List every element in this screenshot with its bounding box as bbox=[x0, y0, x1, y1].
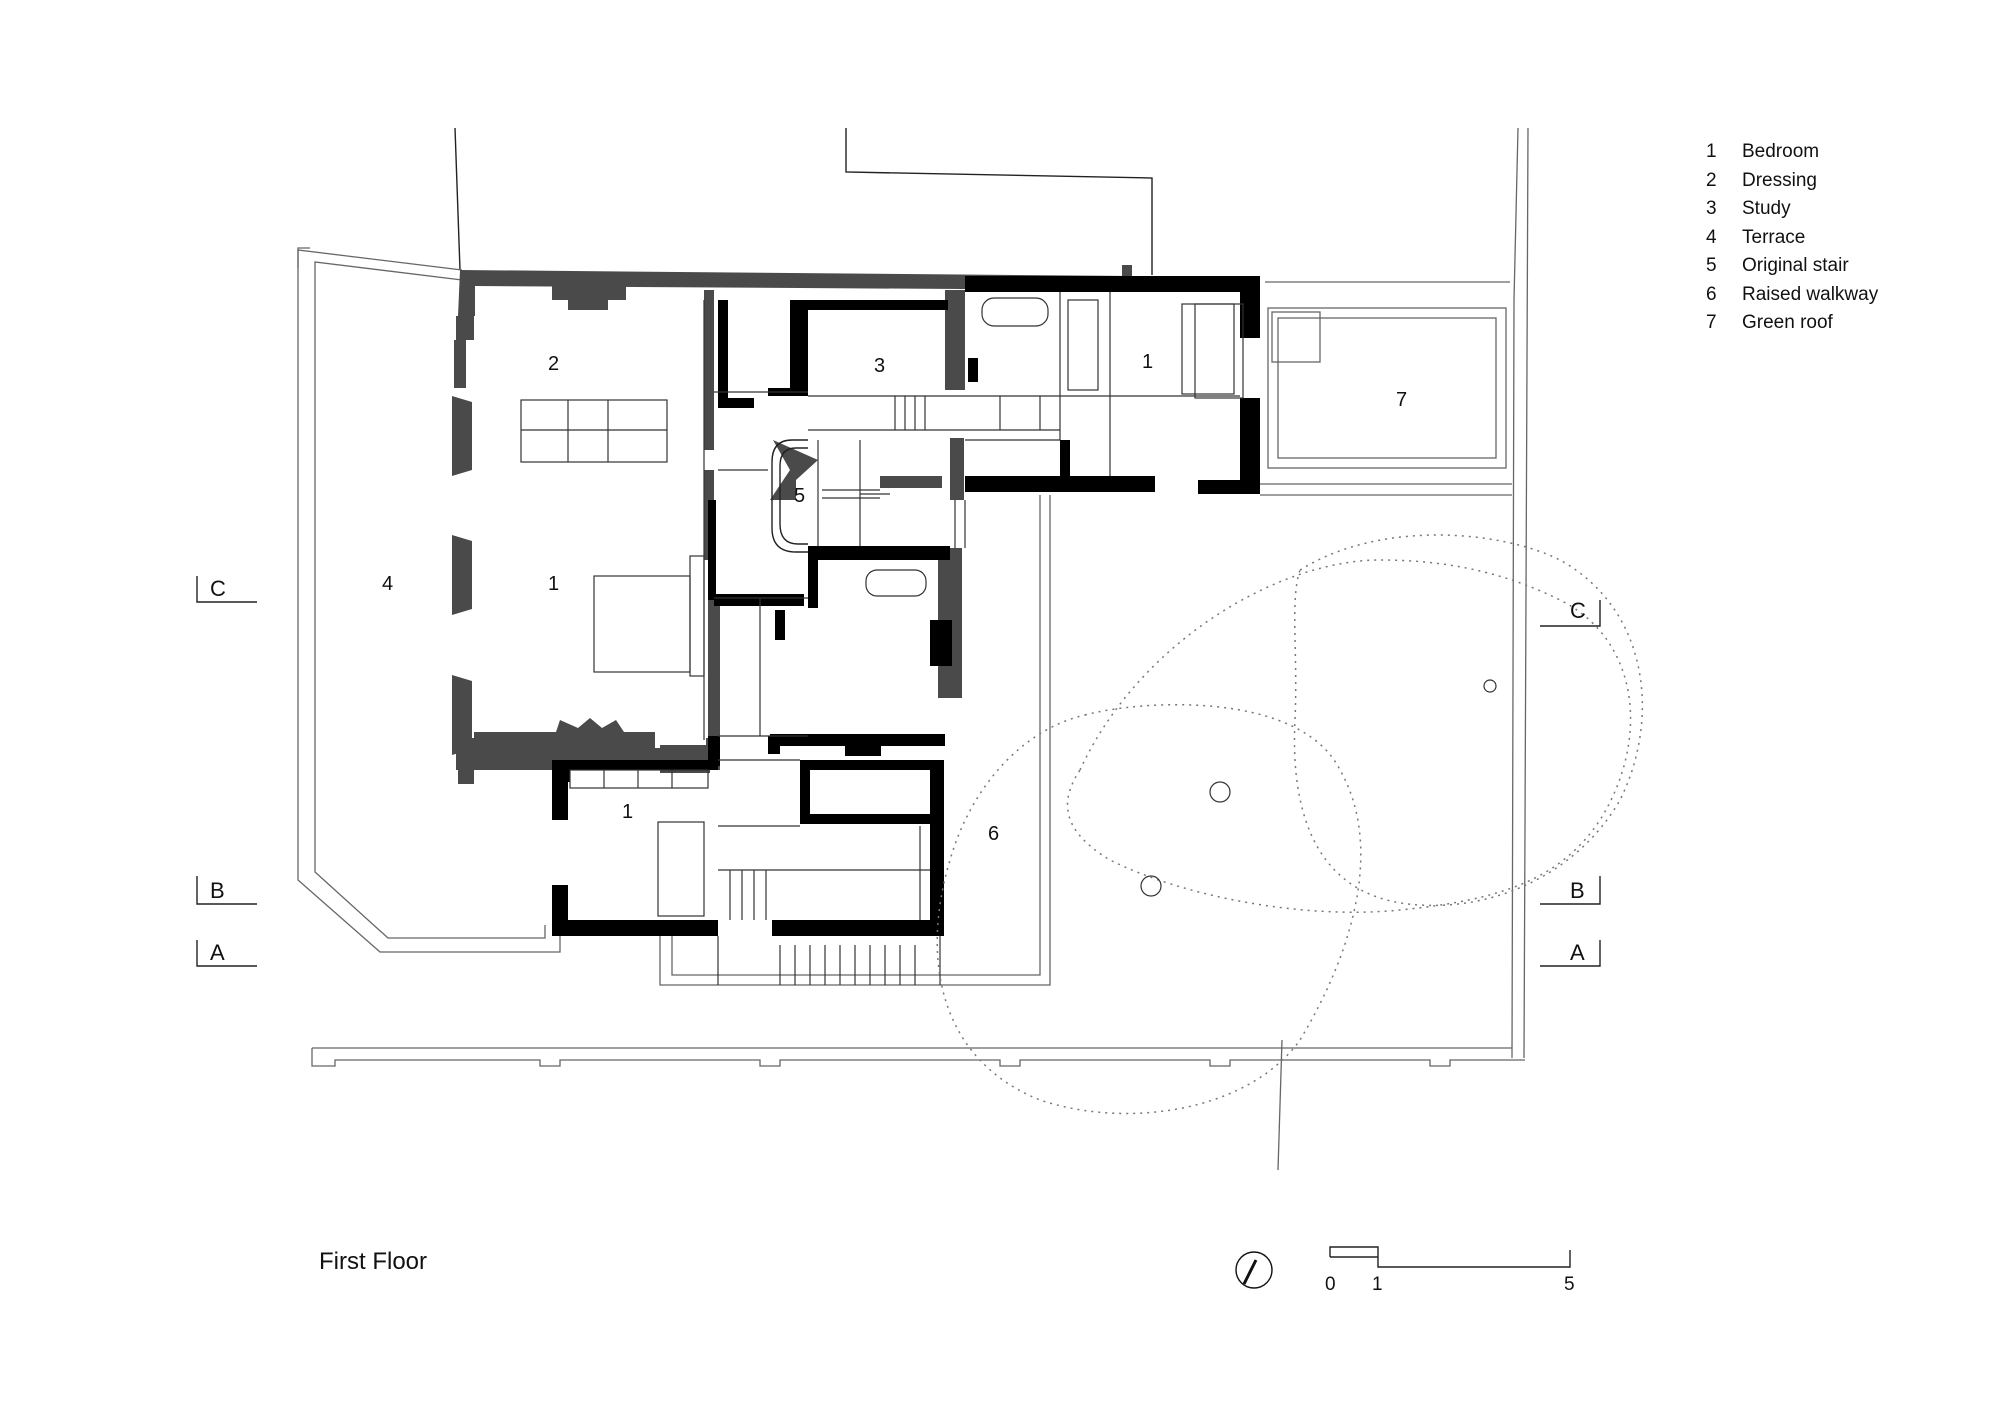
section-b-right: B bbox=[1570, 878, 1585, 903]
legend-label: Original stair bbox=[1742, 255, 1849, 276]
trees bbox=[936, 534, 1643, 1115]
legend-item: 2 Dressing bbox=[1706, 167, 1878, 196]
legend-item: 6 Raised walkway bbox=[1706, 281, 1878, 310]
legend-item: 7 Green roof bbox=[1706, 309, 1878, 338]
legend-num: 4 bbox=[1706, 226, 1717, 248]
scale-bar bbox=[1329, 1246, 1571, 1268]
legend-label: Study bbox=[1742, 198, 1791, 219]
scale-label-one: 1 bbox=[1372, 1274, 1383, 1295]
legend-item: 3 Study bbox=[1706, 195, 1878, 224]
legend-num: 3 bbox=[1706, 198, 1717, 219]
legend-num: 2 bbox=[1706, 169, 1717, 191]
legend-label: Green roof bbox=[1742, 312, 1833, 333]
legend-item: 5 Original stair bbox=[1706, 252, 1878, 281]
room-label-stair: 5 bbox=[794, 485, 805, 507]
legend-num: 7 bbox=[1706, 312, 1717, 333]
green-roof bbox=[1267, 307, 1507, 469]
legend-num: 1 bbox=[1706, 141, 1717, 162]
room-label-walkway: 6 bbox=[988, 823, 999, 845]
section-b-left: B bbox=[210, 878, 225, 903]
room-label-terrace: 4 bbox=[382, 573, 393, 595]
room-label-green-roof: 7 bbox=[1396, 389, 1407, 411]
legend-label: Terrace bbox=[1742, 226, 1806, 248]
room-label-bedroom-south: 1 bbox=[622, 801, 633, 823]
legend-label: Bedroom bbox=[1742, 141, 1820, 162]
legend-item: 4 Terrace bbox=[1706, 224, 1878, 253]
drawing-caption: First Floor bbox=[319, 1248, 427, 1275]
legend-label: Raised walkway bbox=[1742, 283, 1879, 305]
section-c-left: C bbox=[210, 576, 226, 601]
terrace-outline bbox=[297, 247, 1525, 1067]
existing-walls bbox=[452, 265, 1132, 784]
north-arrow-icon bbox=[1235, 1251, 1273, 1289]
room-label-dressing: 2 bbox=[548, 353, 559, 375]
room-label-bedroom-east: 1 bbox=[1142, 351, 1153, 373]
room-label-study: 3 bbox=[874, 355, 885, 377]
scale-label-five: 5 bbox=[1564, 1274, 1575, 1295]
site-lines bbox=[454, 127, 1529, 1171]
section-c-right: C bbox=[1570, 598, 1586, 623]
legend-num: 6 bbox=[1706, 283, 1717, 305]
section-a-right: A bbox=[1570, 940, 1585, 965]
legend-label: Dressing bbox=[1742, 169, 1817, 191]
room-label-bedroom-main: 1 bbox=[548, 573, 559, 595]
section-a-left: A bbox=[210, 940, 225, 965]
legend-item: 1 Bedroom bbox=[1706, 138, 1878, 167]
scale-label-zero: 0 bbox=[1325, 1274, 1336, 1295]
legend-num: 5 bbox=[1706, 255, 1717, 276]
new-walls bbox=[552, 276, 1260, 936]
legend: 1 Bedroom 2 Dressing 3 Study 4 Terrace 5 Orig… bbox=[1706, 138, 1878, 338]
section-markers bbox=[196, 576, 1601, 967]
interior-lines bbox=[520, 292, 1244, 985]
